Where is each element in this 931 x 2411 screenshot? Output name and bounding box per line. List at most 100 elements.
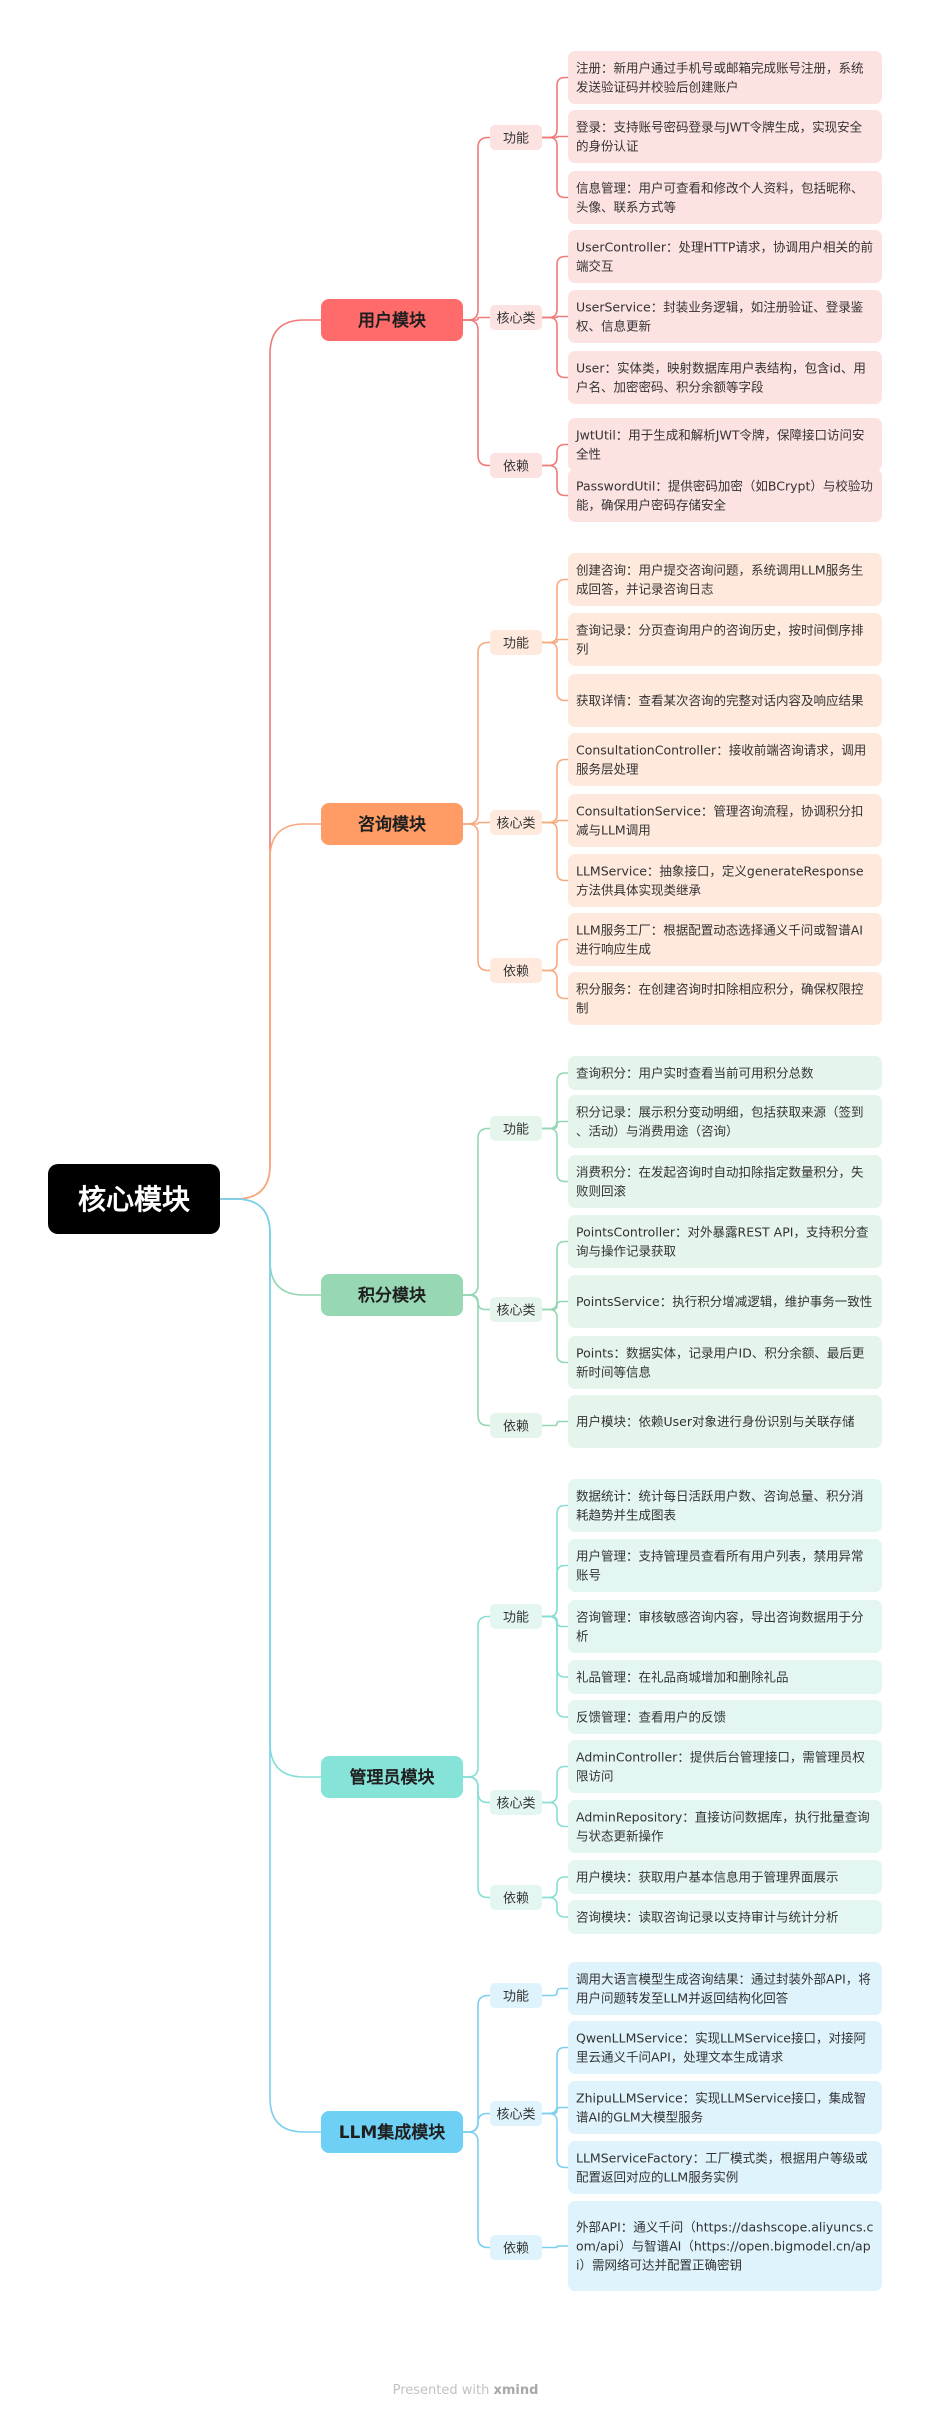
group-leaf-connector (542, 1615, 568, 1678)
leaf-node-label: ConsultationController：接收前端咨询请求，调用服务层处理 (576, 743, 866, 777)
leaf-node-label: 反馈管理：查看用户的反馈 (576, 1710, 726, 1725)
group-node[interactable]: 功能 (490, 125, 542, 150)
leaf-node[interactable]: 咨询模块：读取咨询记录以支持审计与统计分析 (568, 1900, 882, 1934)
group-node[interactable]: 依赖 (490, 958, 542, 983)
group-node[interactable]: 功能 (490, 1983, 542, 2008)
leaf-node[interactable]: 用户模块：获取用户基本信息用于管理界面展示 (568, 1860, 882, 1894)
leaf-node-label: UserController：处理HTTP请求，协调用户相关的前端交互 (576, 240, 873, 274)
leaf-node[interactable]: PointsService：执行积分增减逻辑，维护事务一致性 (568, 1275, 882, 1328)
leaf-node-label: 积分记录：展示积分变动明细，包括获取来源（签到、活动）与消费用途（咨询） (576, 1105, 864, 1139)
module-node[interactable]: 管理员模块 (321, 1756, 463, 1798)
group-leaf-connector (542, 1987, 568, 1997)
module-node-label: 用户模块 (358, 310, 427, 331)
leaf-node[interactable]: UserService：封装业务逻辑，如注册验证、登录鉴权、信息更新 (568, 290, 882, 343)
module-node[interactable]: 积分模块 (321, 1274, 463, 1316)
leaf-node[interactable]: 用户管理：支持管理员查看所有用户列表，禁用异常账号 (568, 1539, 882, 1592)
module-node-label: 咨询模块 (358, 814, 427, 835)
leaf-node[interactable]: ConsultationController：接收前端咨询请求，调用服务层处理 (568, 733, 882, 786)
group-node[interactable]: 核心类 (490, 305, 542, 330)
leaf-node[interactable]: 创建咨询：用户提交咨询问题，系统调用LLM服务生成回答，并记录咨询日志 (568, 553, 882, 606)
leaf-node-box (568, 913, 882, 966)
group-node-label: 依赖 (503, 1892, 529, 1907)
leaf-node-label: 注册：新用户通过手机号或邮箱完成账号注册，系统发送验证码并校验后创建账户 (576, 61, 864, 95)
group-node[interactable]: 功能 (490, 630, 542, 655)
leaf-node-box (568, 1275, 882, 1328)
leaf-node-box (568, 613, 882, 666)
leaf-node-label: 消费积分：在发起咨询时自动扣除指定数量积分，失败则回滚 (576, 1165, 864, 1199)
module-group-connector (463, 1127, 490, 1296)
leaf-node-box (568, 418, 882, 471)
leaf-node-label: PasswordUtil：提供密码加密（如BCrypt）与校验功能，确保用户密码… (576, 479, 873, 513)
leaf-node[interactable]: Points：数据实体，记录用户ID、积分余额、最后更新时间等信息 (568, 1336, 882, 1389)
leaf-node[interactable]: 反馈管理：查看用户的反馈 (568, 1700, 882, 1734)
leaf-node[interactable]: 获取详情：查看某次咨询的完整对话内容及响应结果 (568, 674, 882, 727)
group-node-box (490, 1116, 542, 1141)
leaf-node[interactable]: 消费积分：在发起咨询时自动扣除指定数量积分，失败则回滚 (568, 1155, 882, 1208)
leaf-node[interactable]: 用户模块：依赖User对象进行身份识别与关联存储 (568, 1395, 882, 1448)
leaf-node[interactable]: JwtUtil：用于生成和解析JWT令牌，保障接口访问安全性 (568, 418, 882, 471)
leaf-node-box (568, 1860, 882, 1894)
module-node[interactable]: 用户模块 (321, 299, 463, 341)
leaf-node[interactable]: 数据统计：统计每日活跃用户数、咨询总量、积分消耗趋势并生成图表 (568, 1479, 882, 1532)
group-node[interactable]: 依赖 (490, 2235, 542, 2260)
leaf-node-box (568, 733, 882, 786)
leaf-node[interactable]: QwenLLMService：实现LLMService接口，对接阿里云通义千问A… (568, 2021, 882, 2074)
group-node[interactable]: 依赖 (490, 1413, 542, 1438)
leaf-node[interactable]: PasswordUtil：提供密码加密（如BCrypt）与校验功能，确保用户密码… (568, 469, 882, 522)
group-node-label: 核心类 (496, 1304, 535, 1319)
module-node[interactable]: LLM集成模块 (321, 2111, 463, 2153)
group-node[interactable]: 依赖 (490, 1885, 542, 1910)
leaf-node[interactable]: 信息管理：用户可查看和修改个人资料，包括昵称、头像、联系方式等 (568, 171, 882, 224)
module-node-label: LLM集成模块 (339, 2122, 447, 2143)
leaf-node[interactable]: UserController：处理HTTP请求，协调用户相关的前端交互 (568, 230, 882, 283)
leaf-node-label: AdminController：提供后台管理接口，需管理员权限访问 (576, 1750, 865, 1784)
footer-prefix: Presented with (392, 2383, 490, 2398)
leaf-node[interactable]: 查询记录：分页查询用户的咨询历史，按时间倒序排列 (568, 613, 882, 666)
group-node-box (490, 810, 542, 835)
group-node-label: 功能 (503, 1123, 529, 1138)
module-group-connector (463, 2112, 490, 2133)
leaf-node[interactable]: User：实体类，映射数据库用户表结构，包含id、用户名、加密密码、积分余额等字… (568, 351, 882, 404)
group-node[interactable]: 功能 (490, 1116, 542, 1141)
leaf-node[interactable]: 积分服务：在创建咨询时扣除相应积分，确保权限控制 (568, 972, 882, 1025)
root-module-connector (220, 1198, 321, 2133)
leaf-node[interactable]: 咨询管理：审核敏感咨询内容，导出咨询数据用于分析 (568, 1600, 882, 1653)
leaf-node[interactable]: 注册：新用户通过手机号或邮箱完成账号注册，系统发送验证码并校验后创建账户 (568, 51, 882, 104)
group-leaf-connector (542, 1072, 568, 1130)
leaf-node[interactable]: ZhipuLLMService：实现LLMService接口，集成智谱AI的GL… (568, 2081, 882, 2134)
leaf-node[interactable]: 查询积分：用户实时查看当前可用积分总数 (568, 1056, 882, 1090)
group-node[interactable]: 核心类 (490, 1790, 542, 1815)
leaf-node-label: 创建咨询：用户提交咨询问题，系统调用LLM服务生成回答，并记录咨询日志 (576, 563, 863, 597)
leaf-node-box (568, 1095, 882, 1148)
leaf-node[interactable]: 礼品管理：在礼品商城增加和删除礼品 (568, 1660, 882, 1694)
leaf-node[interactable]: LLMServiceFactory：工厂模式类，根据用户等级或配置返回对应的LL… (568, 2141, 882, 2194)
group-node[interactable]: 核心类 (490, 1297, 542, 1322)
leaf-node[interactable]: 登录：支持账号密码登录与JWT令牌生成，实现安全的身份认证 (568, 110, 882, 163)
leaf-node[interactable]: 调用大语言模型生成咨询结果：通过封装外部API，将用户问题转发至LLM并返回结构… (568, 1962, 882, 2015)
leaf-node[interactable]: 积分记录：展示积分变动明细，包括获取来源（签到、活动）与消费用途（咨询） (568, 1095, 882, 1148)
group-leaf-connector (542, 1300, 568, 1311)
leaf-node[interactable]: AdminController：提供后台管理接口，需管理员权限访问 (568, 1740, 882, 1793)
group-node[interactable]: 核心类 (490, 810, 542, 835)
leaf-node[interactable]: PointsController：对外暴露REST API，支持积分查询与操作记… (568, 1215, 882, 1268)
module-node[interactable]: 咨询模块 (321, 803, 463, 845)
group-leaf-connector (542, 1240, 568, 1311)
module-node-box (321, 1274, 463, 1316)
module-group-connector (463, 1294, 490, 1311)
leaf-node[interactable]: ConsultationService：管理咨询流程，协调积分扣减与LLM调用 (568, 794, 882, 847)
root-node[interactable]: 核心模块 (48, 1164, 220, 1234)
group-node-box (490, 305, 542, 330)
leaf-node-box (568, 1660, 882, 1694)
leaf-node[interactable]: AdminRepository：直接访问数据库，执行批量查询与状态更新操作 (568, 1800, 882, 1853)
leaf-node-box (568, 1336, 882, 1389)
leaf-node-label: 咨询模块：读取咨询记录以支持审计与统计分析 (576, 1910, 839, 1925)
group-node[interactable]: 核心类 (490, 2101, 542, 2126)
group-node[interactable]: 依赖 (490, 453, 542, 478)
group-node[interactable]: 功能 (490, 1604, 542, 1629)
